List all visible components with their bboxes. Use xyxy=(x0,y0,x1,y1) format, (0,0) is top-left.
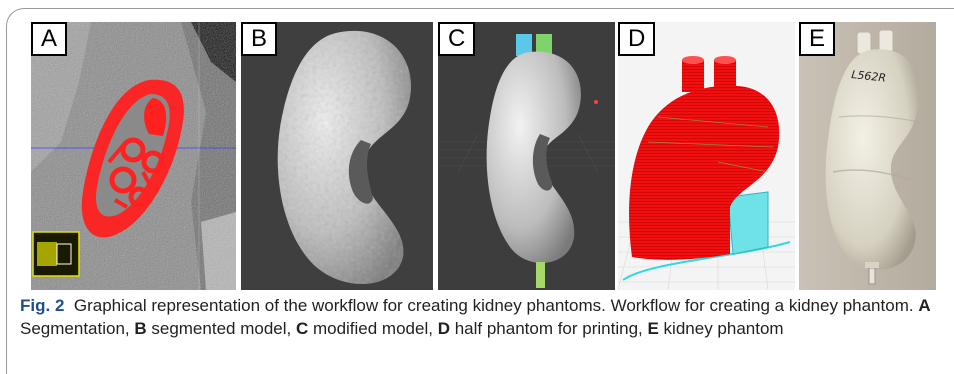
kidney-phantom-photo: L562R xyxy=(799,22,936,290)
panel-e-kidney-phantom: L562R E xyxy=(799,22,936,290)
caption-segment: kidney phantom xyxy=(659,319,784,338)
modified-kidney-render xyxy=(438,22,615,290)
caption-panel-letter: D xyxy=(438,319,450,338)
panel-label: D xyxy=(618,22,655,56)
caption-panel-letter: A xyxy=(918,296,930,315)
caption-panel-letter: E xyxy=(647,319,658,338)
caption-segment: Segmentation, xyxy=(20,319,134,338)
panel-label: C xyxy=(438,22,475,56)
caption-panel-letter: C xyxy=(296,319,308,338)
figure-label: Fig. 2 xyxy=(20,296,64,315)
thumbnail-inset xyxy=(33,232,79,276)
caption-segment: half phantom for printing, xyxy=(450,319,648,338)
caption-segment: modified model, xyxy=(308,319,437,338)
figure-caption: Fig. 2 Graphical representation of the w… xyxy=(20,294,940,340)
panel-label: E xyxy=(799,22,835,56)
segmented-kidney-render xyxy=(241,22,433,290)
caption-panel-letter: B xyxy=(134,319,146,338)
panel-label: A xyxy=(31,22,67,56)
print-preview-render xyxy=(618,22,795,290)
ct-scan-image xyxy=(31,22,236,290)
panel-c-modified-model: C xyxy=(438,22,615,290)
panel-d-half-phantom: D xyxy=(618,22,795,290)
caption-segment: segmented model, xyxy=(147,319,296,338)
panel-a-segmentation: A xyxy=(31,22,236,290)
caption-segment: Graphical representation of the workflow… xyxy=(74,296,918,315)
caption-text: Graphical representation of the workflow… xyxy=(20,296,931,338)
panel-label: B xyxy=(241,22,277,56)
panel-b-segmented-model: B xyxy=(241,22,433,290)
